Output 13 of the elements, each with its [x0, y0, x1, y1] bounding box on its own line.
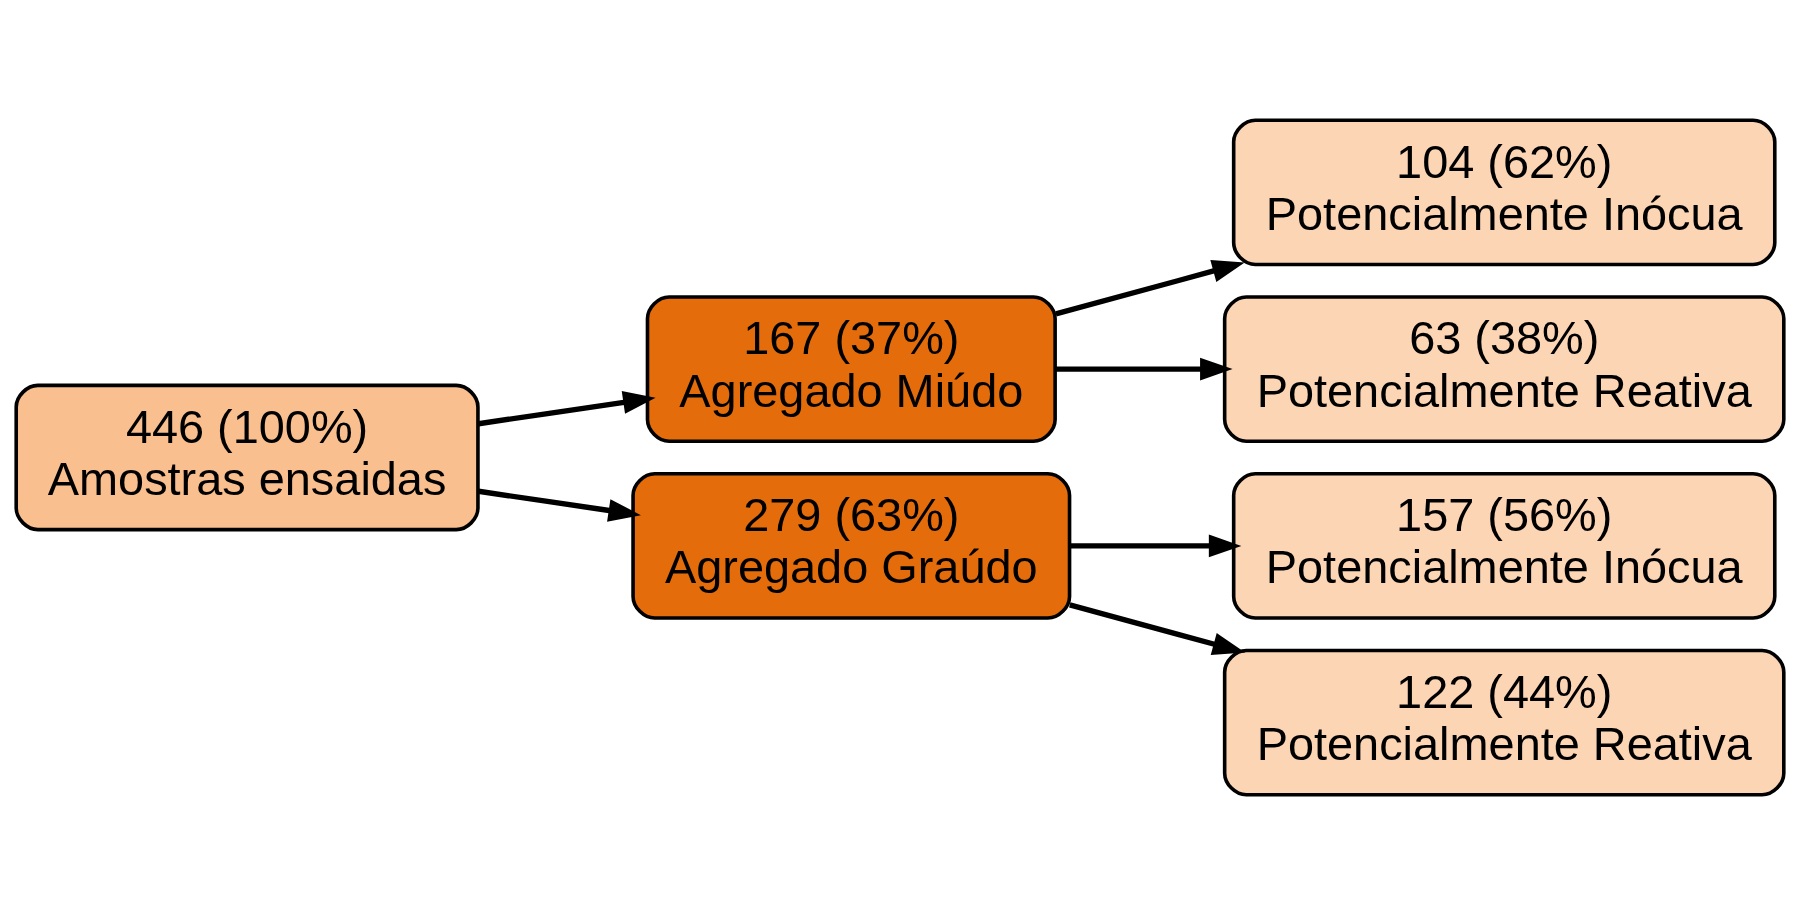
arrow	[478, 391, 656, 427]
arrow	[1069, 534, 1242, 558]
node-box: 157 (56%) Potencialmente Inócua	[1231, 471, 1777, 620]
node-box: 446 (100%) Amostras ensaidas	[14, 383, 480, 532]
arrow	[1055, 260, 1245, 317]
arrow	[1055, 357, 1233, 381]
node-box: 122 (44%) Potencialmente Reativa	[1222, 648, 1786, 797]
arrow	[478, 488, 641, 522]
node-box: 104 (62%) Potencialmente Inócua	[1231, 118, 1777, 267]
node-box: 279 (63%) Agregado Graúdo	[631, 471, 1072, 620]
node-box: 167 (37%) Agregado Miúdo	[645, 295, 1057, 444]
node-box: 63 (38%) Potencialmente Reativa	[1222, 295, 1786, 444]
arrow	[1069, 602, 1246, 656]
